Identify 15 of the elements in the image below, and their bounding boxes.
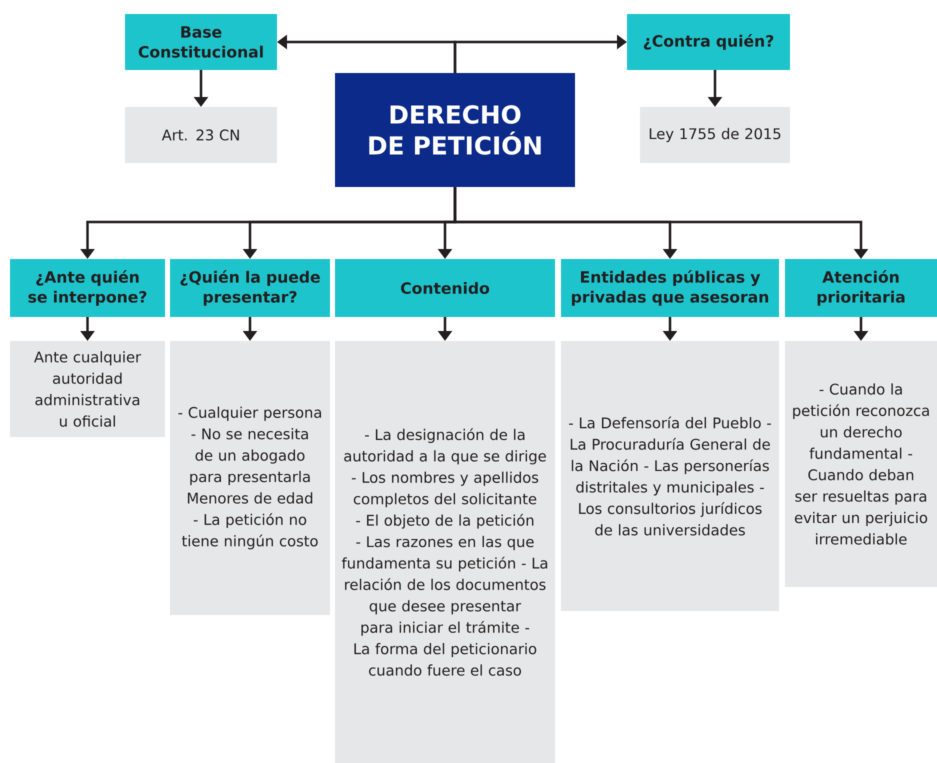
text-box: - La designación de la autoridad a la que se dirige - Los nombres y apellidos completos del solicitante - El objeto de la petición - Las razones en las que fundamenta su petición - La relación de los documentos que desee presentar para iniciar el trámite -La forma del peticionario cuando fuere el caso — [335, 340, 555, 763]
text-box: - Cuando la petición reconozca un derecho fundamental - Cuando deban ser resueltas para evitar un perjuicio irremediable — [785, 340, 937, 587]
heading-box: ¿Ante quién se interpone? — [10, 258, 165, 317]
text-box: Ley 1755 de 2015 — [640, 106, 790, 163]
text-box: Ante cualquier autoridad administrativa u oficial — [10, 340, 165, 437]
text-box: - La Defensoría del Pueblo - La Procuraduría General de la Nación - Las personerías distritales y municipales - Los consultorios jurídicos de las universidades — [561, 340, 779, 611]
heading-box: Contenido — [335, 258, 555, 317]
title-box: DERECHO DE PETICIÓN — [335, 73, 575, 187]
heading-box: Atención prioritaria — [785, 258, 937, 317]
text-box: - Cualquier persona - No se necesita de un abogado para presentarla Menores de edad - La petición no tiene ningún costo — [170, 340, 330, 615]
heading-box: ¿Quién la puede presentar? — [170, 258, 330, 317]
heading-box: Base Constitucional — [125, 14, 277, 70]
heading-box: Entidades públicas y privadas que asesoran — [561, 258, 779, 317]
text-box: Art. 23 CN — [125, 106, 277, 163]
heading-box: ¿Contra quién? — [627, 14, 790, 70]
